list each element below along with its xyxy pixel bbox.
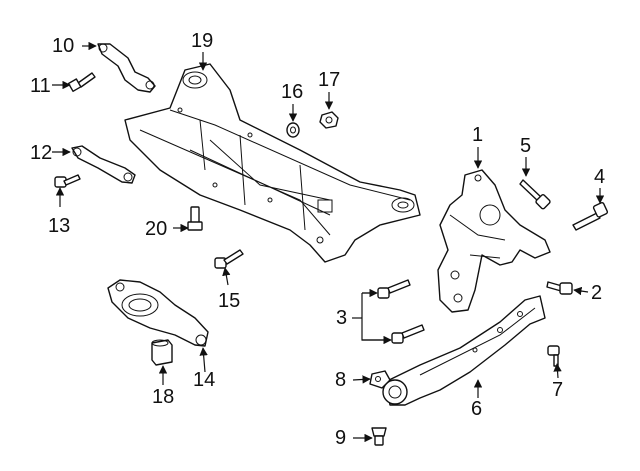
subframe-part: [124, 63, 421, 263]
callout-11: 11: [30, 75, 51, 97]
callout-16: 16: [281, 81, 304, 103]
washer-part: [286, 122, 300, 138]
bolt-4-part: [572, 201, 609, 231]
callout-18: 18: [152, 386, 175, 408]
knuckle-part: [437, 169, 551, 313]
lower-control-arm-part: [107, 279, 209, 347]
bolts-3-part: [377, 279, 425, 344]
callout-13: 13: [48, 215, 71, 237]
callout-1: 1: [472, 124, 484, 146]
trailing-arm-part: [382, 295, 546, 406]
bolt-2-part: [546, 281, 573, 295]
bolt-7-part: [547, 345, 560, 367]
callout-2: 2: [591, 282, 603, 304]
bolt-9-part: [371, 427, 387, 446]
callout-12: 12: [30, 142, 53, 164]
bolt-13-part: [54, 174, 81, 188]
callout-6: 6: [471, 398, 483, 420]
callout-14: 14: [193, 369, 216, 391]
bolt-20-part: [187, 206, 203, 231]
callout-3: 3: [336, 307, 348, 329]
nut-part: [319, 111, 339, 129]
callout-8: 8: [335, 369, 347, 391]
callout-7: 7: [552, 379, 564, 401]
callout-17: 17: [318, 69, 341, 91]
bolt-11-part: [67, 72, 96, 93]
callout-9: 9: [335, 427, 347, 449]
bolt-5-part: [519, 179, 551, 210]
lateral-link-part: [71, 145, 136, 184]
upper-link-part: [97, 43, 156, 93]
bolt-15-part: [214, 249, 244, 269]
callout-10: 10: [52, 35, 75, 57]
callout-4: 4: [594, 166, 606, 188]
callout-19: 19: [191, 30, 214, 52]
callout-15: 15: [218, 290, 241, 312]
callout-5: 5: [520, 135, 532, 157]
leader-lines: [52, 41, 605, 443]
bushing-part: [151, 339, 173, 366]
callout-20: 20: [145, 218, 168, 240]
